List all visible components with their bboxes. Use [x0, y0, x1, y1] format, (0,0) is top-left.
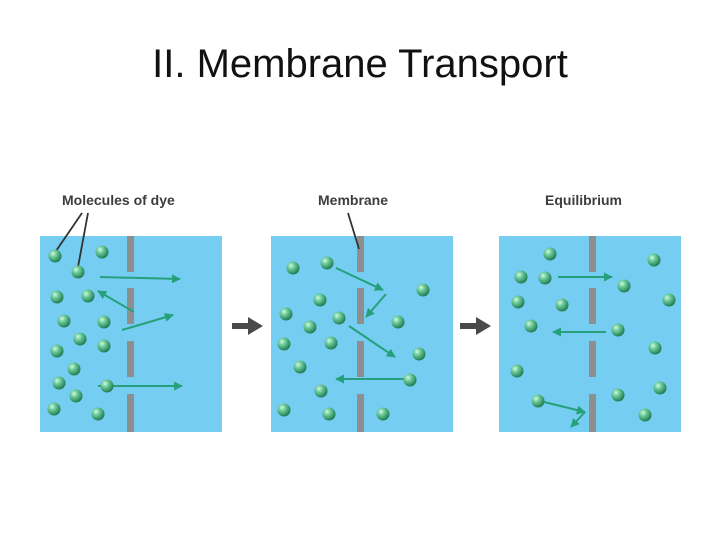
dye-molecule: [67, 362, 81, 376]
step-arrow-2: [460, 317, 491, 335]
dye-molecule: [277, 403, 291, 417]
dye-molecule: [97, 339, 111, 353]
dye-molecule: [47, 402, 61, 416]
dye-molecule: [95, 245, 109, 259]
molecules-panel-3: [510, 247, 676, 422]
dye-molecule: [412, 347, 426, 361]
dye-molecule: [57, 314, 71, 328]
dye-molecule: [617, 279, 631, 293]
dye-molecule: [73, 332, 87, 346]
dye-molecule: [648, 341, 662, 355]
label-membrane: Membrane: [318, 192, 388, 208]
dye-molecule: [52, 376, 66, 390]
dye-molecule: [48, 249, 62, 263]
dye-molecule: [611, 388, 625, 402]
dye-molecule: [320, 256, 334, 270]
dye-molecule: [81, 289, 95, 303]
dye-molecule: [279, 307, 293, 321]
dye-molecule: [314, 384, 328, 398]
label-equilibrium: Equilibrium: [545, 192, 622, 208]
membrane-2: [357, 236, 364, 432]
dye-molecule: [514, 270, 528, 284]
dye-molecule: [531, 394, 545, 408]
dye-molecule: [293, 360, 307, 374]
dye-molecule: [662, 293, 676, 307]
slide-title: II. Membrane Transport: [152, 42, 568, 86]
membrane-3: [589, 236, 596, 432]
dye-molecule: [416, 283, 430, 297]
dye-molecule: [510, 364, 524, 378]
dye-molecule: [50, 290, 64, 304]
dye-molecule: [538, 271, 552, 285]
dye-molecule: [50, 344, 64, 358]
dye-molecule: [391, 315, 405, 329]
membrane-1: [127, 236, 134, 432]
molecules-panel-2: [277, 256, 430, 421]
dye-molecule: [403, 373, 417, 387]
label-molecules-of-dye: Molecules of dye: [62, 192, 175, 208]
step-arrow-1: [232, 317, 263, 335]
dye-molecule: [313, 293, 327, 307]
dye-molecule: [322, 407, 336, 421]
dye-molecule: [277, 337, 291, 351]
dye-molecule: [524, 319, 538, 333]
movement-arrows: [97, 267, 613, 428]
dye-molecule: [71, 265, 85, 279]
dye-molecule: [286, 261, 300, 275]
molecules-panel-1: [47, 245, 114, 421]
pointer-lines: [55, 212, 360, 268]
dye-molecule: [324, 336, 338, 350]
dye-molecule: [543, 247, 557, 261]
dye-molecule: [638, 408, 652, 422]
dye-molecule: [653, 381, 667, 395]
dye-molecule: [100, 379, 114, 393]
dye-molecule: [97, 315, 111, 329]
dye-molecule: [611, 323, 625, 337]
dye-molecule: [376, 407, 390, 421]
dye-molecule: [303, 320, 317, 334]
dye-molecule: [555, 298, 569, 312]
dye-molecule: [332, 311, 346, 325]
dye-molecule: [647, 253, 661, 267]
dye-molecule: [511, 295, 525, 309]
dye-molecule: [91, 407, 105, 421]
dye-molecule: [69, 389, 83, 403]
